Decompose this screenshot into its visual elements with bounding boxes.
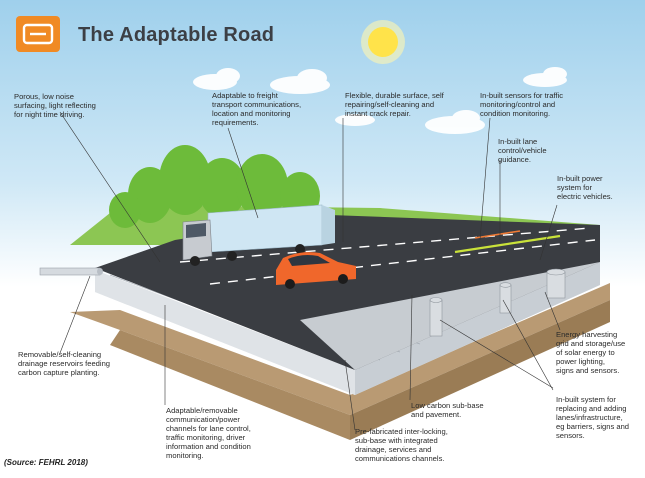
label-inbuilt-sensors: In-built sensors for traffic monitoring/… xyxy=(480,91,564,118)
drainage-pipe xyxy=(39,267,103,276)
label-lane-control: In-built lane control/vehicle guidance. xyxy=(498,137,547,164)
page-title: The Adaptable Road xyxy=(78,24,275,46)
label-freight-adaptable: Adaptable to freight transport communica… xyxy=(212,91,302,127)
road-logo-icon xyxy=(16,16,60,52)
label-low-carbon: Low carbon sub-base and pavement. xyxy=(411,401,484,419)
label-drainage-reservoirs: Removable/self-cleaning drainage reservo… xyxy=(18,350,111,377)
truck xyxy=(182,204,335,266)
car xyxy=(276,252,356,289)
service-cylinders xyxy=(429,268,566,337)
label-porous-surfacing: Porous, low noise surfacing, light refle… xyxy=(14,92,96,119)
soil-layer xyxy=(70,283,610,415)
label-replacing-lanes: In-built system for replacing and adding… xyxy=(556,395,630,440)
cloud-icon xyxy=(193,67,567,134)
leader-lines xyxy=(59,111,561,431)
label-prefab-sub-base: Pre-fabricated inter-locking, sub-base w… xyxy=(355,427,448,463)
label-energy-harvesting: Energy harvesting grid and storage/use o… xyxy=(556,330,626,375)
source-citation: (Source: FEHRL 2018) xyxy=(4,458,88,467)
sun-icon xyxy=(361,20,405,64)
road-surface xyxy=(95,215,600,370)
lane-guidance-strip xyxy=(454,234,561,254)
label-removable-channels: Adaptable/removable communication/power … xyxy=(166,406,251,460)
label-flexible-surface: Flexible, durable surface, self repairin… xyxy=(345,91,444,118)
lane-markings xyxy=(179,227,596,285)
label-power-system: In-built power system for electric vehic… xyxy=(557,174,613,201)
